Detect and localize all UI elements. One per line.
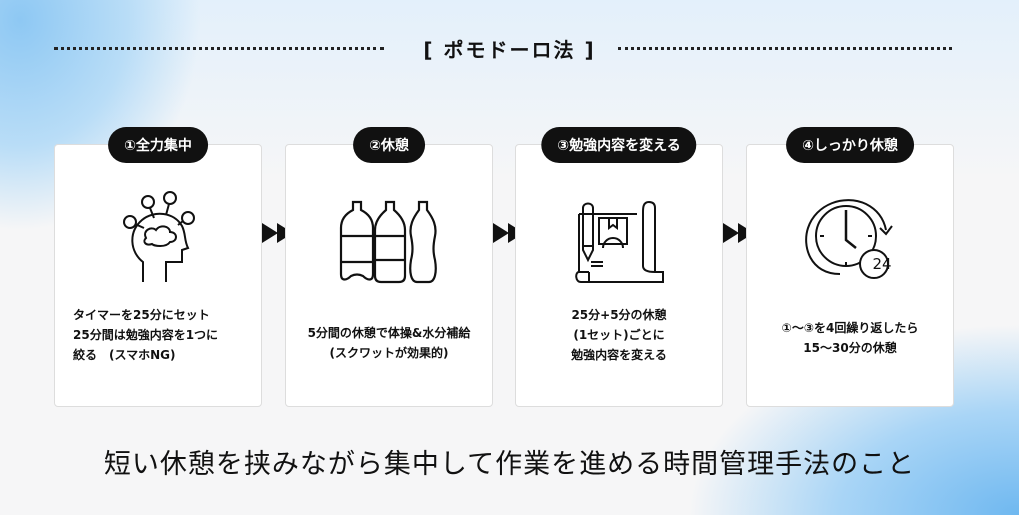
step-card-3: ③勉強内容を変える 25分+5分の休憩 (1セット)ごとに 勉強内容を変える [515,127,723,407]
step-card-1: ①全力集中 タイマーを25分にセット 25分間は勉強内容を1つに 絞る (スマホ… [54,127,262,407]
clock-24-icon [805,199,893,279]
water-bottles-icon [339,200,437,284]
step-description: 5分間の休憩で体操&水分補給 (スクワットが効果的) [294,323,484,363]
step-description: タイマーを25分にセット 25分間は勉強内容を1つに 絞る (スマホNG) [73,305,253,365]
description-line: 25分+5分の休憩 [571,308,667,322]
step-label: ②休憩 [353,127,425,163]
step-card-2: ②休憩 5分間の休憩で体操&水分補給 (スクワットが効果的) [285,127,493,407]
step-label: ①全力集中 [108,127,208,163]
step-description: ①～③を4回繰り返したら 15～30分の休憩 [755,318,945,358]
description-line: 勉強内容を変える [571,348,667,362]
double-arrow-icon [262,223,293,243]
description-line: タイマーを25分にセット [73,308,210,322]
description-line: 5分間の休憩で体操&水分補給 [307,326,471,340]
step-card-4: ④しっかり休憩 24 ①～③を4回繰り返したら 15～30分の休憩 [746,127,954,407]
description-line: (1セット)ごとに [573,328,665,342]
dotted-divider [618,47,952,50]
head-brain-icon [123,191,195,282]
description-line: 絞る (スマホNG) [73,348,176,362]
description-line: (スクワットが効果的) [329,346,449,360]
double-arrow-icon [723,223,754,243]
step-label: ④しっかり休憩 [786,127,914,163]
clock-badge: 24 [872,255,892,273]
summary-text: 短い休憩を挟みながら集中して作業を進める時間管理手法のこと [103,449,916,480]
step-label: ③勉強内容を変える [541,127,697,163]
description-line: 25分間は勉強内容を1つに [73,328,219,342]
blueprint-pencil-icon [575,200,664,283]
dotted-divider [54,47,384,50]
double-arrow-icon [493,223,524,243]
description-line: 15～30分の休憩 [803,341,897,355]
step-description: 25分+5分の休憩 (1セット)ごとに 勉強内容を変える [524,305,714,365]
page-title: [ ポモドーロ法 ] [423,38,596,62]
description-line: ①～③を4回繰り返したら [781,321,919,335]
